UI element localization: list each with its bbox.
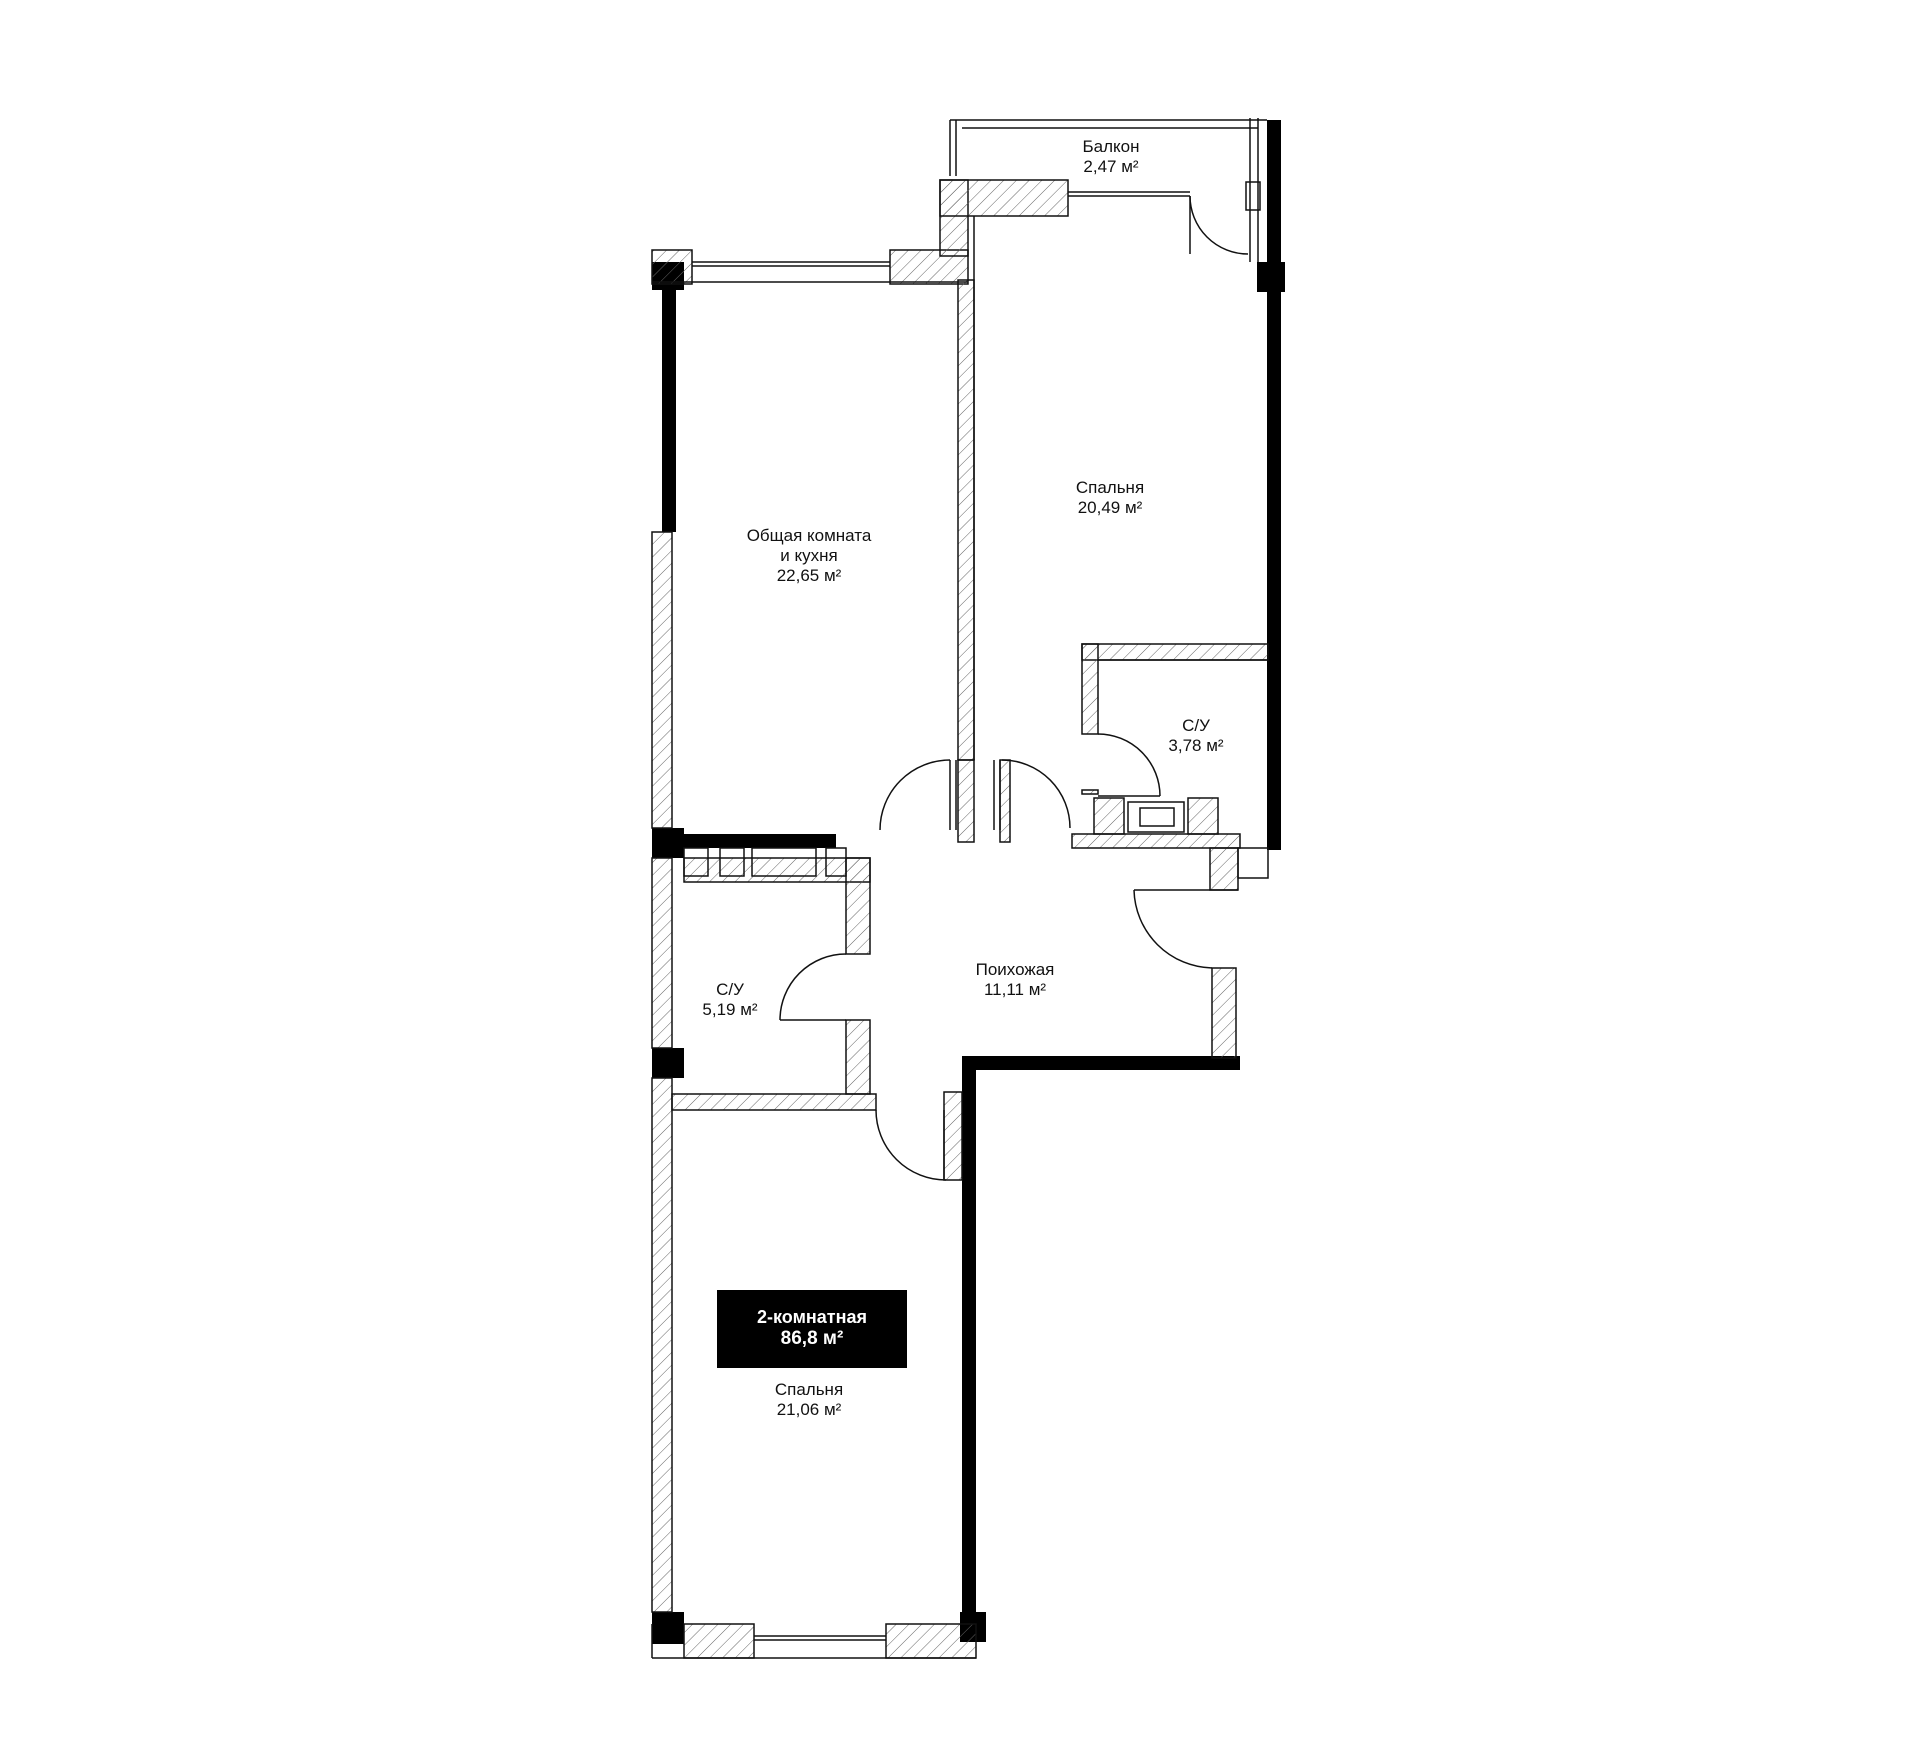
room-name: Балкон	[1082, 137, 1140, 156]
room-label-balcony: Балкон 2,47 м²	[1082, 137, 1139, 177]
room-area: 3,78 м²	[1168, 736, 1224, 755]
room-name: С/У	[1182, 716, 1210, 735]
room-area: 2,47 м²	[1083, 157, 1139, 176]
room-area: 5,19 м²	[702, 1000, 758, 1019]
room-name: Спальня	[1075, 478, 1145, 497]
room-name-line2: и кухня	[780, 546, 838, 565]
room-label-wc-right: С/У 3,78 м²	[1168, 716, 1223, 756]
partition-walls	[651, 179, 1269, 1659]
room-name: Спальня	[774, 1380, 844, 1399]
bearing-walls	[652, 120, 1285, 1644]
room-area: 20,49 м²	[1077, 498, 1143, 517]
apartment-badge: 2-комнатная 86,8 м²	[717, 1290, 907, 1368]
room-area: 11,11 м²	[983, 980, 1047, 999]
room-name-line1: Общая комната	[746, 526, 872, 545]
room-label-wc-left: С/У 5,19 м²	[702, 980, 757, 1020]
thin-lines	[651, 118, 1269, 1659]
room-area: 22,65 м²	[776, 566, 842, 585]
room-label-hallway: Поихожая 11,11 м²	[976, 960, 1055, 1000]
room-label-living-kitchen: Общая комната и кухня 22,65 м²	[747, 526, 872, 586]
room-name: Поихожая	[975, 960, 1055, 979]
room-area: 21,06 м²	[776, 1400, 842, 1419]
room-label-bedroom-top: Спальня 20,49 м²	[1076, 478, 1144, 518]
apartment-area: 86,8 м²	[780, 1328, 844, 1349]
apartment-type: 2-комнатная	[757, 1307, 867, 1327]
room-name: С/У	[716, 980, 744, 999]
room-label-bedroom-bottom: Спальня 21,06 м²	[775, 1380, 843, 1420]
